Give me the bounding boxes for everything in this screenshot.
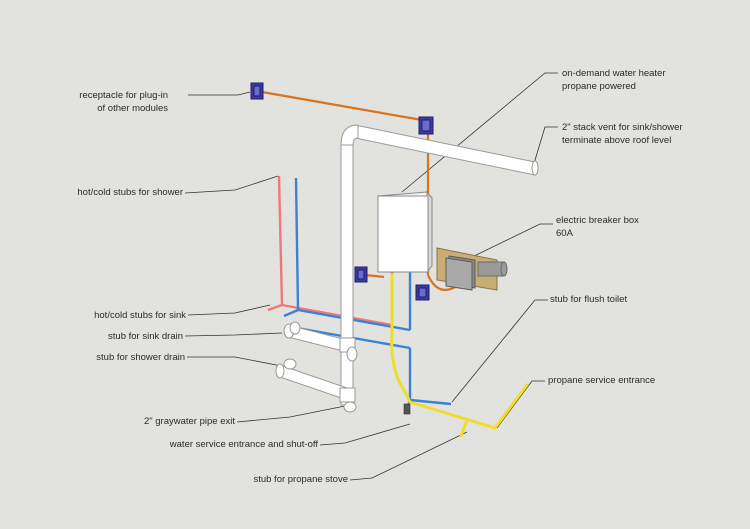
- propane-lines: [390, 273, 529, 438]
- leader-lines: [184, 72, 558, 481]
- receptacle-box: [250, 82, 264, 100]
- label-toilet-stub: stub for flush toilet: [550, 293, 627, 306]
- label-receptacle: receptacle for plug-in of other modules: [79, 89, 168, 115]
- label-receptacle-line2: of other modules: [97, 103, 168, 114]
- label-propane-stove: stub for propane stove: [253, 473, 348, 486]
- label-breaker-box: electric breaker box 60A: [556, 214, 639, 240]
- label-sink-stubs-text: hot/cold stubs for sink: [94, 310, 186, 321]
- label-water-heater: on-demand water heater propane powered: [562, 67, 666, 93]
- label-stack-vent-line2: terminate above roof level: [562, 135, 672, 146]
- vent-junction-box: [418, 116, 434, 135]
- label-propane-entrance-text: propane service entrance: [548, 375, 656, 386]
- label-breaker-box-line1: electric breaker box: [556, 215, 639, 226]
- label-graywater-exit-text: 2" graywater pipe exit: [143, 416, 235, 427]
- label-toilet-stub-text: stub for flush toilet: [550, 294, 628, 305]
- label-propane-entrance: propane service entrance: [548, 374, 655, 387]
- water-heater: [377, 190, 434, 274]
- label-shower-drain-text: stub for shower drain: [96, 352, 185, 363]
- label-sink-drain: stub for sink drain: [108, 330, 183, 343]
- label-shower-stubs: hot/cold stubs for shower: [77, 186, 183, 199]
- label-water-entrance-text: water service entrance and shut-off: [169, 439, 318, 450]
- drain-vent-pipes: [275, 124, 539, 413]
- label-propane-stove-text: stub for propane stove: [253, 474, 348, 485]
- label-sink-stubs: hot/cold stubs for sink: [94, 309, 186, 322]
- lower-junction-box: [415, 284, 430, 301]
- shut-off-valve: [403, 403, 411, 415]
- label-stack-vent: 2" stack vent for sink/shower terminate …: [562, 121, 683, 147]
- label-sink-drain-text: stub for sink drain: [108, 331, 183, 342]
- label-stack-vent-line1: 2" stack vent for sink/shower: [562, 122, 683, 133]
- junction-boxes: [250, 82, 434, 301]
- heater-junction-box: [354, 266, 368, 283]
- electrical-wiring: [261, 90, 466, 291]
- label-graywater-exit: 2" graywater pipe exit: [144, 415, 235, 428]
- hot-water-lines: [267, 175, 394, 327]
- label-receptacle-line1: receptacle for plug-in: [79, 90, 168, 101]
- label-breaker-box-line2: 60A: [556, 228, 573, 239]
- breaker-box: [436, 247, 508, 291]
- label-shower-stubs-text: hot/cold stubs for shower: [77, 187, 183, 198]
- label-water-heater-line1: on-demand water heater: [562, 68, 666, 79]
- label-water-entrance: water service entrance and shut-off: [170, 438, 318, 451]
- label-water-heater-line2: propane powered: [562, 81, 636, 92]
- label-shower-drain: stub for shower drain: [96, 351, 185, 364]
